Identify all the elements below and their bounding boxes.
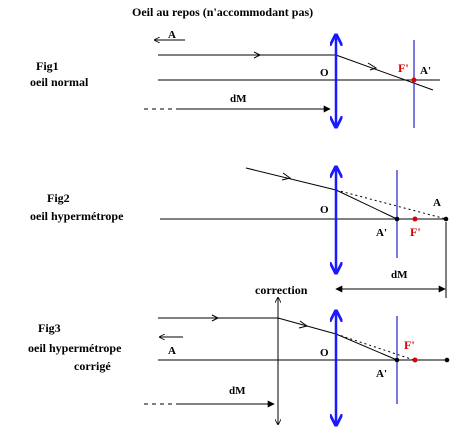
fig3-focus-label: F' xyxy=(404,338,415,352)
fig3-focus-point xyxy=(412,357,418,363)
fig2-incident-ray xyxy=(245,167,337,191)
fig1-lens-label: O xyxy=(320,67,329,79)
fig3-group: Fig3 oeil hypermétrope corrigé correctio… xyxy=(28,283,450,424)
fig3-image-point xyxy=(394,357,400,363)
fig3-image-label: A' xyxy=(376,368,387,380)
fig2-lens-label: O xyxy=(320,204,329,216)
fig1-group: Fig1 oeil normal A O F' A' dM xyxy=(30,29,440,128)
fig3-caption-line2: corrigé xyxy=(74,359,111,373)
fig1-image-label: A' xyxy=(420,65,431,77)
fig2-focus-point xyxy=(412,216,418,222)
fig2-dm-label: dM xyxy=(391,269,408,281)
fig1-focus-point xyxy=(411,77,417,83)
fig3-lens-label: O xyxy=(320,347,329,359)
fig1-refracted-arrow xyxy=(367,62,378,71)
fig2-image-point xyxy=(394,216,400,222)
fig3-far-point xyxy=(444,357,450,363)
fig2-image-label: A' xyxy=(376,227,387,239)
fig2-label: Fig2 xyxy=(47,191,70,205)
fig3-ray-arrow xyxy=(211,314,220,322)
fig2-caption: oeil hypermétrope xyxy=(30,209,124,223)
fig3-correction-label: correction xyxy=(255,283,308,297)
fig3-refracted-ray xyxy=(335,333,398,361)
fig3-dotted-ray xyxy=(335,333,415,361)
fig1-object-label: A xyxy=(168,29,176,41)
fig3-caption-line1: oeil hypermétrope xyxy=(28,341,122,355)
fig1-ray-arrow xyxy=(253,51,262,59)
fig1-dm-label: dM xyxy=(230,93,247,105)
fig3-dm-label: dM xyxy=(229,385,246,397)
fig3-object-label: A xyxy=(168,345,176,357)
fig2-ray-arrow xyxy=(281,172,292,181)
fig1-focus-label: F' xyxy=(398,61,409,75)
fig2-dotted-ray xyxy=(335,189,447,220)
fig2-object-label: A xyxy=(433,197,441,209)
fig2-group: Fig2 oeil hypermétrope O A A' F' dM xyxy=(30,167,449,298)
fig1-label: Fig1 xyxy=(36,59,59,73)
title: Oeil au repos (n'accommodant pas) xyxy=(132,5,313,19)
fig2-refracted-ray xyxy=(335,189,398,220)
fig3-label: Fig3 xyxy=(38,321,61,335)
fig3-converging-arrow xyxy=(298,320,309,329)
fig1-caption: oeil normal xyxy=(30,75,89,89)
fig2-far-point xyxy=(443,216,449,222)
fig1-refracted-ray xyxy=(335,54,434,91)
fig2-focus-label: F' xyxy=(410,225,421,239)
